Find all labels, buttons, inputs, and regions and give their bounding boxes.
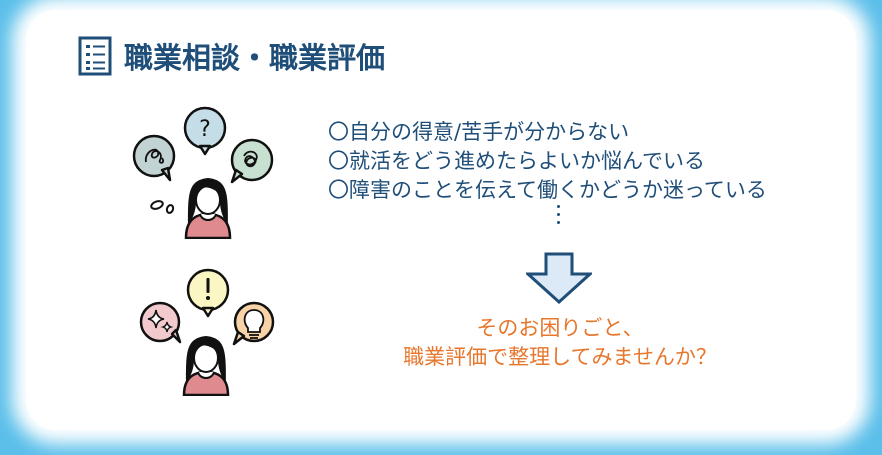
list-item: 〇自分の得意/苦手が分からない <box>328 120 630 144</box>
question-mark-bubble: ? <box>183 106 227 156</box>
inspired-woman-icon <box>139 268 275 396</box>
list-item: 〇就活をどう進めたらよいか悩んでいる <box>328 149 705 173</box>
sweat-drops-icon <box>150 200 175 214</box>
content-card <box>26 10 856 430</box>
list-document-icon <box>78 36 112 76</box>
lightbulb-bubble <box>232 301 275 346</box>
message-line-1: そのお困りごと、 <box>476 316 644 340</box>
woman-figure <box>184 178 232 239</box>
exclamation-bubble <box>186 268 230 318</box>
vertical-ellipsis-icon <box>550 205 566 224</box>
woman-figure <box>182 336 230 396</box>
messy-scribble-bubble <box>230 138 274 184</box>
call-to-action-message: そのお困りごと、 職業評価で整理してみませんか？ <box>370 314 750 372</box>
down-arrow-icon <box>526 252 592 304</box>
page-header: 職業相談・職業評価 <box>78 34 385 78</box>
worried-woman-icon: ? <box>132 106 274 239</box>
sparkle-bubble <box>139 301 182 344</box>
svg-text:?: ? <box>199 117 211 142</box>
concerns-list: 〇自分の得意/苦手が分からない 〇就活をどう進めたらよいか悩んでいる 〇障害のこ… <box>328 118 767 205</box>
page-title: 職業相談・職業評価 <box>124 41 386 75</box>
message-line-2: 職業評価で整理してみませんか？ <box>403 345 717 369</box>
tangled-scribble-bubble <box>132 134 176 182</box>
list-item: 〇障害のことを伝えて働くかどうか迷っている <box>328 178 767 202</box>
